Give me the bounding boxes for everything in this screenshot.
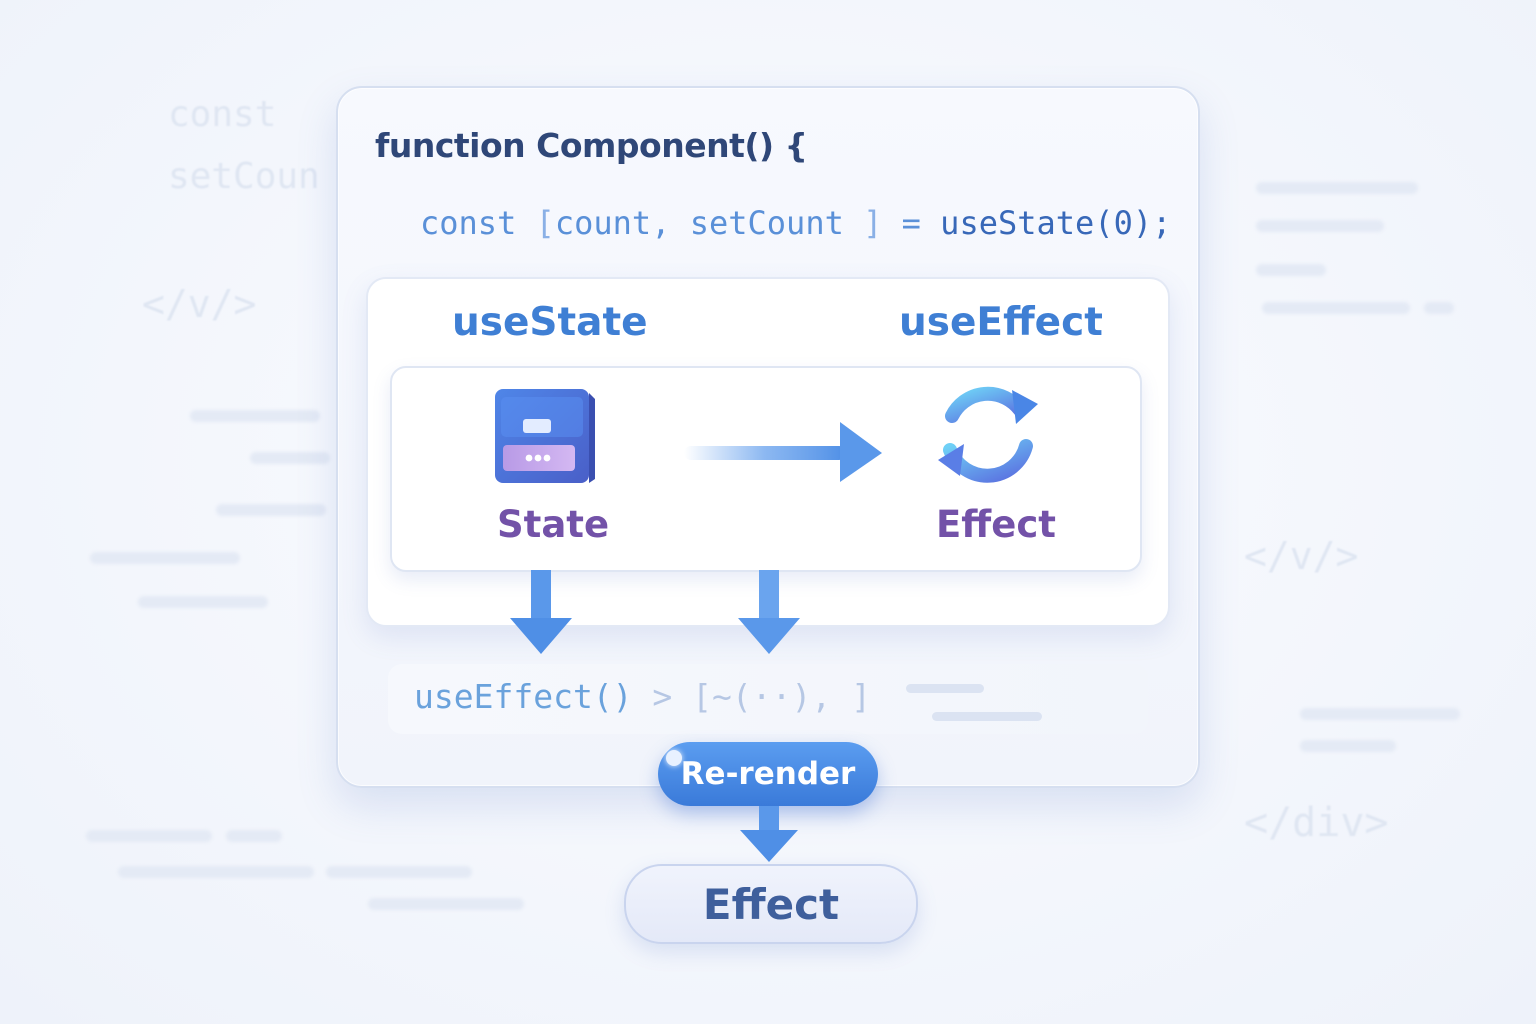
- code-bracket: ]: [863, 204, 883, 242]
- deps-row: [388, 664, 1148, 734]
- ghost-line: [368, 898, 524, 910]
- function-header: function Component() {: [375, 126, 808, 165]
- ghost-line: [138, 596, 268, 608]
- ghost-line: [1424, 302, 1454, 314]
- refresh-cycle-icon: [934, 380, 1044, 492]
- useeffect-title: useEffect: [899, 300, 1103, 345]
- ghost-line: [90, 552, 240, 564]
- deps-gt: >: [652, 677, 673, 716]
- useeffect-deps-code: useEffect() > [~(··), ]: [414, 677, 871, 716]
- effect-pill-label: Effect: [702, 879, 840, 929]
- ghost-code-setcount: setCoun: [168, 156, 320, 197]
- storage-box-icon: [493, 387, 597, 491]
- usestate-code-line: const [count, setCount ] = useState(0);: [420, 204, 1171, 242]
- ghost-line: [190, 410, 320, 422]
- ghost-line: [250, 452, 330, 464]
- deps-call: useEffect(): [414, 677, 633, 716]
- ghost-code-div-tag: </div>: [1244, 800, 1389, 846]
- code-keyword: const: [420, 204, 517, 242]
- code-args: (0);: [1094, 204, 1172, 242]
- ghost-code-const: const: [168, 94, 277, 135]
- deps-close: ), ]: [791, 677, 872, 716]
- ghost-line: [1256, 182, 1418, 194]
- ghost-code-tag-left: </v/>: [142, 282, 257, 326]
- arrow-down-icon: [736, 570, 802, 660]
- rerender-pill: Re-render: [658, 742, 878, 806]
- ghost-line: [1300, 708, 1460, 720]
- placeholder-line: [932, 712, 1042, 721]
- ghost-line: [1300, 740, 1396, 752]
- usestate-title: useState: [452, 300, 648, 345]
- ghost-line: [1256, 220, 1384, 232]
- code-setter: setCount: [689, 204, 844, 242]
- placeholder-line: [906, 684, 984, 693]
- code-var: count,: [554, 204, 671, 242]
- highlight-dot: [666, 750, 682, 766]
- ghost-line: [326, 866, 472, 878]
- ghost-code-tag-right: </v/>: [1244, 534, 1359, 578]
- ghost-line: [216, 504, 326, 516]
- arrow-down-icon: [508, 570, 574, 660]
- effect-label: Effect: [936, 503, 1056, 546]
- ghost-line: [1256, 264, 1326, 276]
- ghost-line: [86, 830, 212, 842]
- code-call: useState: [940, 204, 1095, 242]
- deps-open: [: [692, 677, 713, 716]
- deps-dots: ··: [751, 677, 792, 716]
- code-equals: =: [901, 204, 921, 242]
- effect-pill: Effect: [624, 864, 918, 944]
- ghost-line: [118, 866, 314, 878]
- ghost-line: [1262, 302, 1410, 314]
- state-label: State: [497, 503, 610, 546]
- ghost-line: [226, 830, 282, 842]
- arrow-down-icon: [738, 806, 800, 868]
- arrow-right-icon: [680, 420, 890, 488]
- code-bracket: [: [535, 204, 555, 242]
- deps-fn: ~(: [712, 677, 752, 716]
- rerender-label: Re-render: [680, 756, 856, 792]
